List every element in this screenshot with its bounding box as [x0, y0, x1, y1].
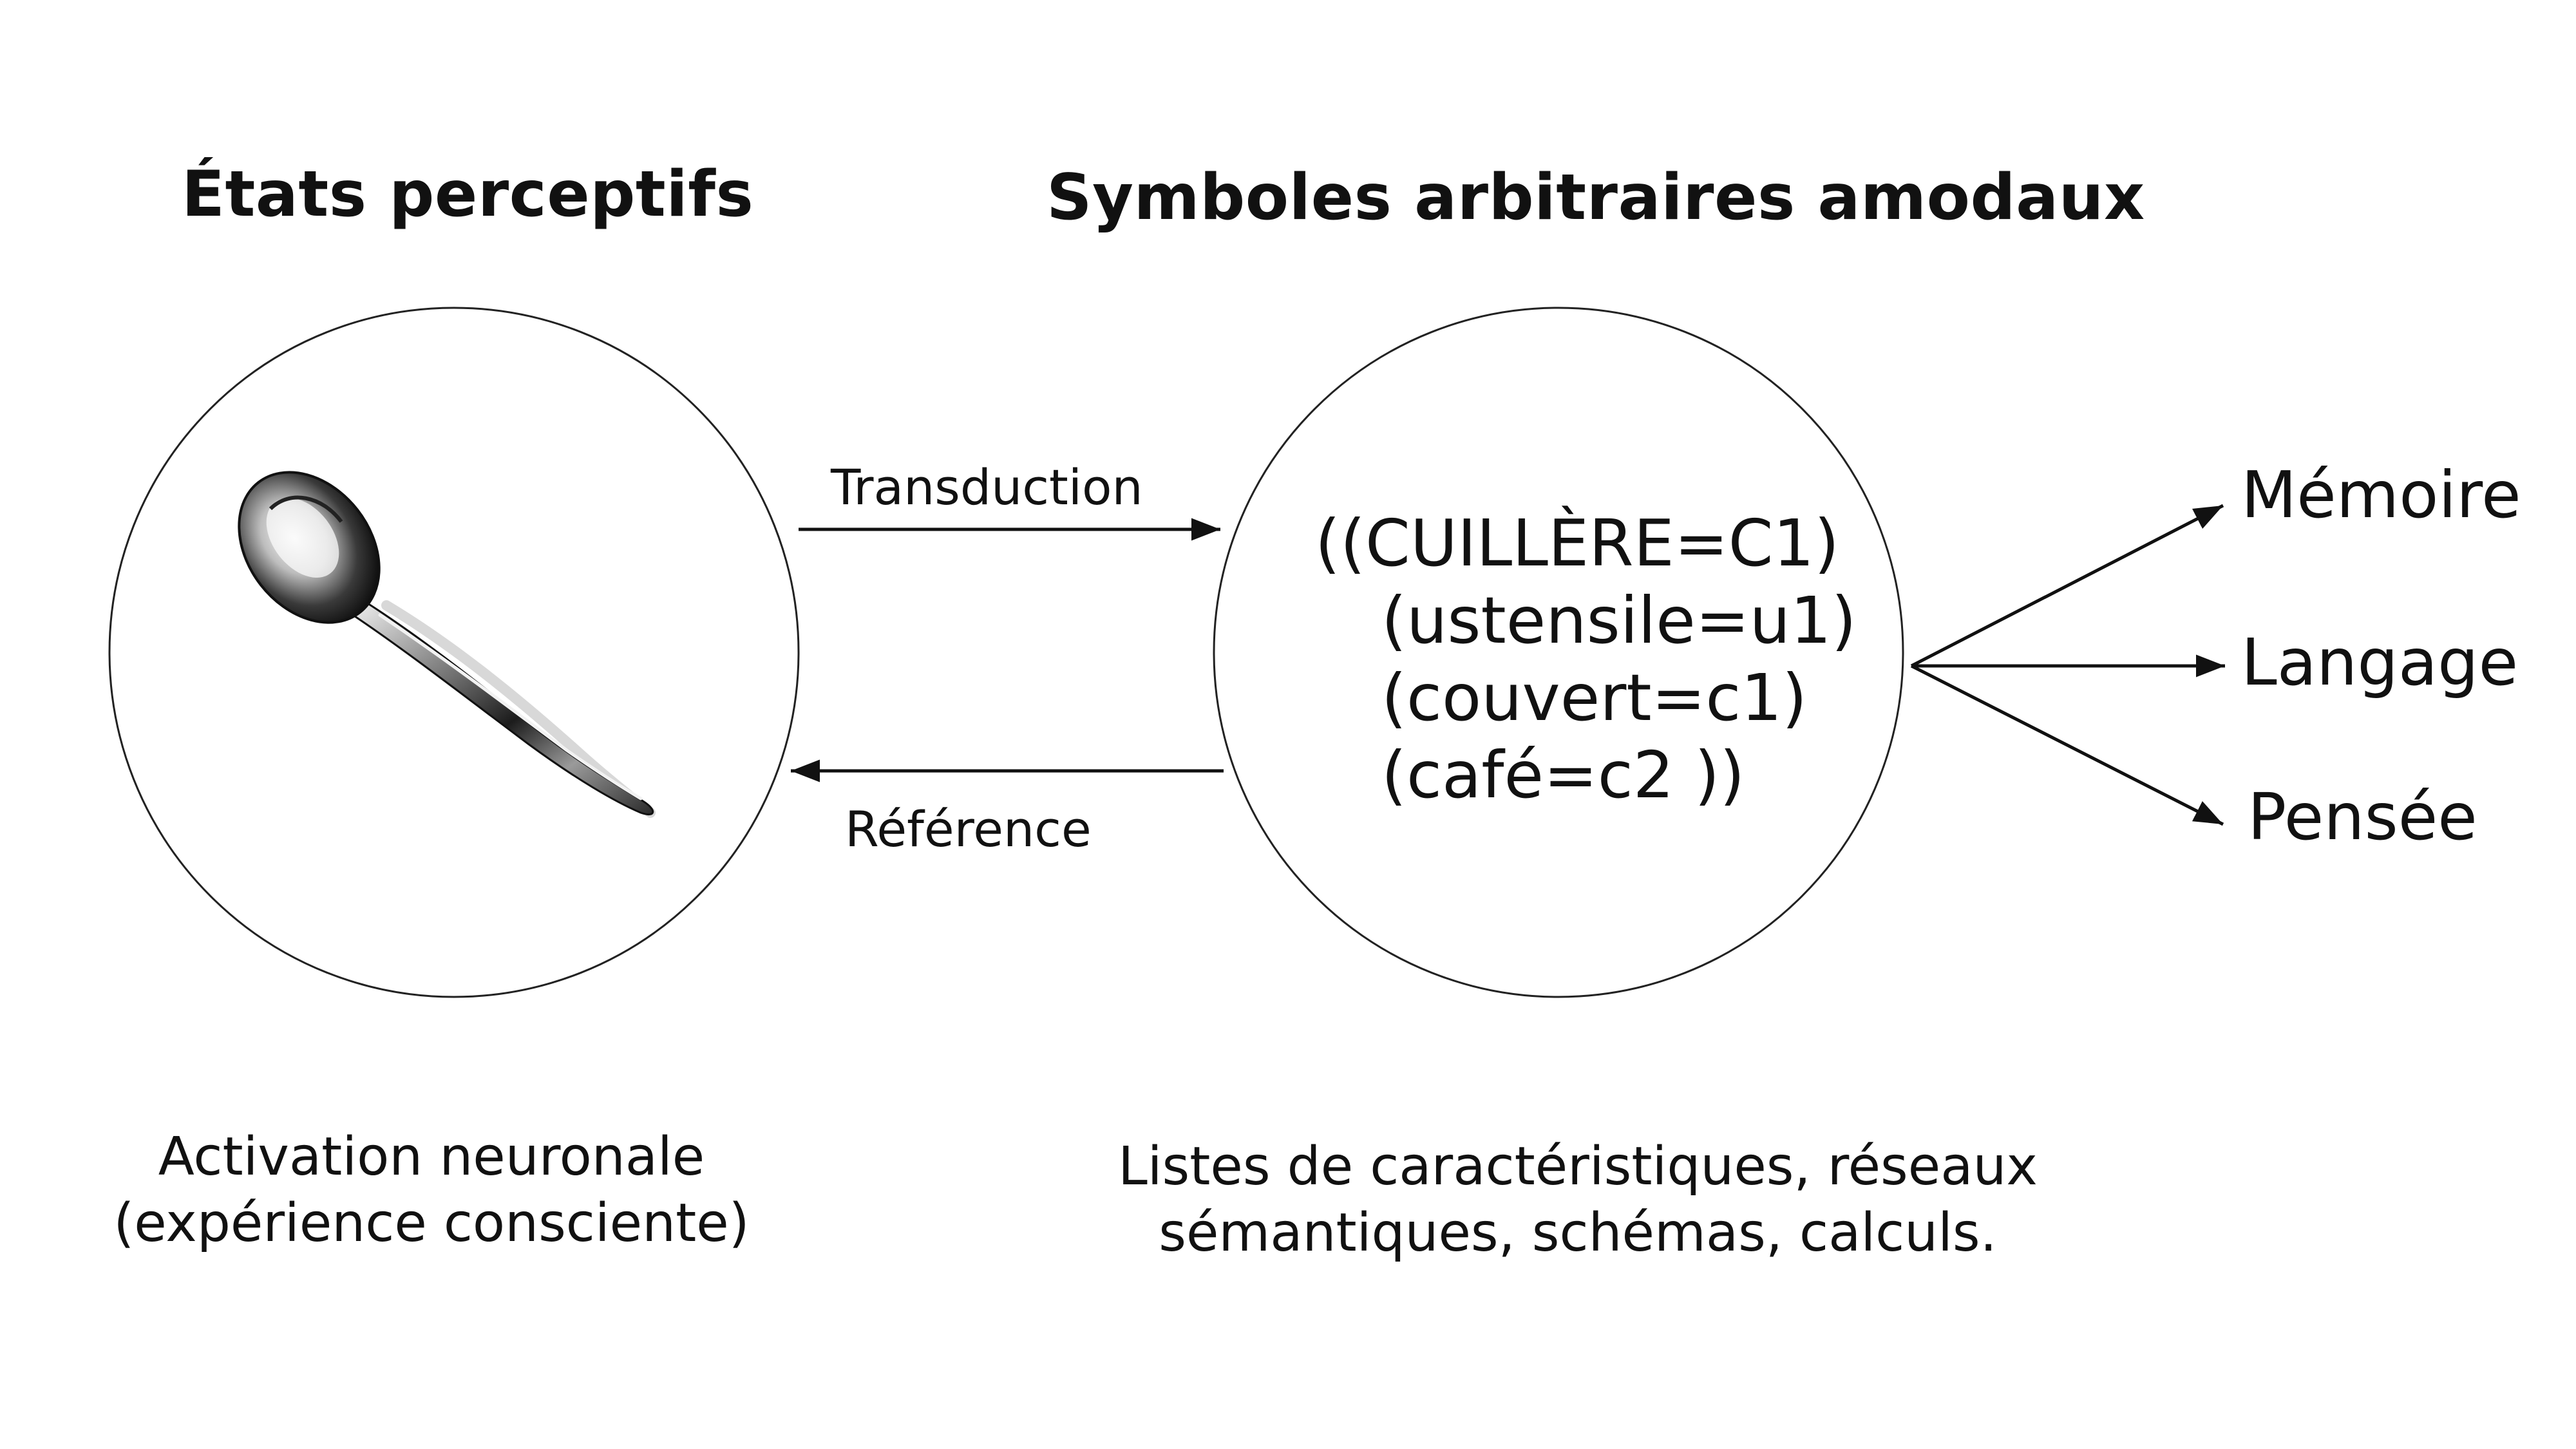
symbol-line-spoon: ((CUILLÈRE=C1) [1315, 506, 1840, 581]
pensee-arrow [1910, 664, 2224, 826]
symbols-caption-line-1: Listes de caractéristiques, réseaux [1118, 1136, 2038, 1197]
target-memoire: Mémoire [2241, 457, 2521, 533]
target-pensee: Pensée [2248, 779, 2477, 855]
symbols-circle [1213, 307, 1904, 998]
perceptual-circle [108, 307, 800, 998]
perceptual-states-heading: États perceptifs [182, 158, 754, 231]
amodal-symbols-heading: Symboles arbitraires amodaux [1046, 161, 2145, 234]
perceptual-caption-line-2: (expérience consciente) [113, 1193, 750, 1255]
perceptual-caption-line-1: Activation neuronale [158, 1126, 705, 1188]
target-langage: Langage [2241, 625, 2519, 700]
memoire-arrow [1910, 504, 2224, 668]
symbols-caption: Listes de caractéristiques, réseaux séma… [1063, 1133, 2093, 1267]
spoon-icon [238, 471, 656, 818]
symbol-line-coffee: (café=c2 )) [1381, 737, 1745, 813]
transduction-label: Transduction [831, 459, 1143, 516]
perceptual-caption: Activation neuronale (expérience conscie… [77, 1124, 786, 1257]
symbol-line-cutlery: (couvert=c1) [1381, 660, 1807, 735]
symbols-caption-line-2: sémantiques, schémas, calculs. [1159, 1202, 1997, 1264]
symbol-line-utensil: (ustensile=u1) [1381, 583, 1857, 658]
reference-label: Référence [845, 800, 1092, 858]
